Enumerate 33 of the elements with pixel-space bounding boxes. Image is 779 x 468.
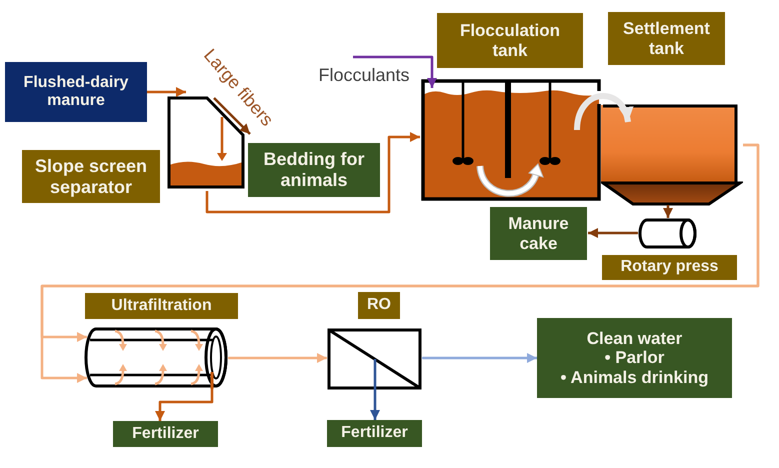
arrow <box>147 87 186 97</box>
equipment-label: Rotary press <box>602 255 737 280</box>
equipment-label: Slope screen separator <box>22 150 160 203</box>
list-item: • Parlor <box>604 348 664 368</box>
arrow <box>370 390 380 420</box>
arrow <box>353 56 437 88</box>
product-label: Fertilizer <box>327 420 422 447</box>
settling-tank-drawing <box>601 103 743 207</box>
panel-heading: Clean water <box>586 328 682 348</box>
equipment-label: Ultrafiltration <box>85 293 238 319</box>
arrow <box>663 205 673 218</box>
product-panel <box>537 318 732 398</box>
curved-arrow <box>574 93 633 130</box>
filter-tube-drawing <box>84 326 230 389</box>
equipment-label: Flocculation tank <box>437 13 583 68</box>
arrow <box>588 228 638 238</box>
equipment-label: RO <box>358 292 400 319</box>
product-label: Bedding for animals <box>248 143 380 197</box>
source-label: Flushed-dairy manure <box>5 62 147 122</box>
arrow <box>155 389 214 421</box>
arrow <box>422 353 537 363</box>
arrow <box>40 144 760 383</box>
press-drum <box>638 218 698 249</box>
input-label: Flocculants <box>306 64 422 87</box>
arrow <box>206 132 420 214</box>
product-label: Fertilizer <box>113 421 218 447</box>
list-item: • Animals drinking <box>560 368 708 388</box>
membrane-box-drawing <box>327 328 422 390</box>
arrow <box>228 353 327 363</box>
mixing-tank-drawing <box>420 78 602 202</box>
product-label: Manure cake <box>490 207 587 260</box>
equipment-label: Settlement tank <box>608 12 725 65</box>
arrow <box>213 97 251 135</box>
